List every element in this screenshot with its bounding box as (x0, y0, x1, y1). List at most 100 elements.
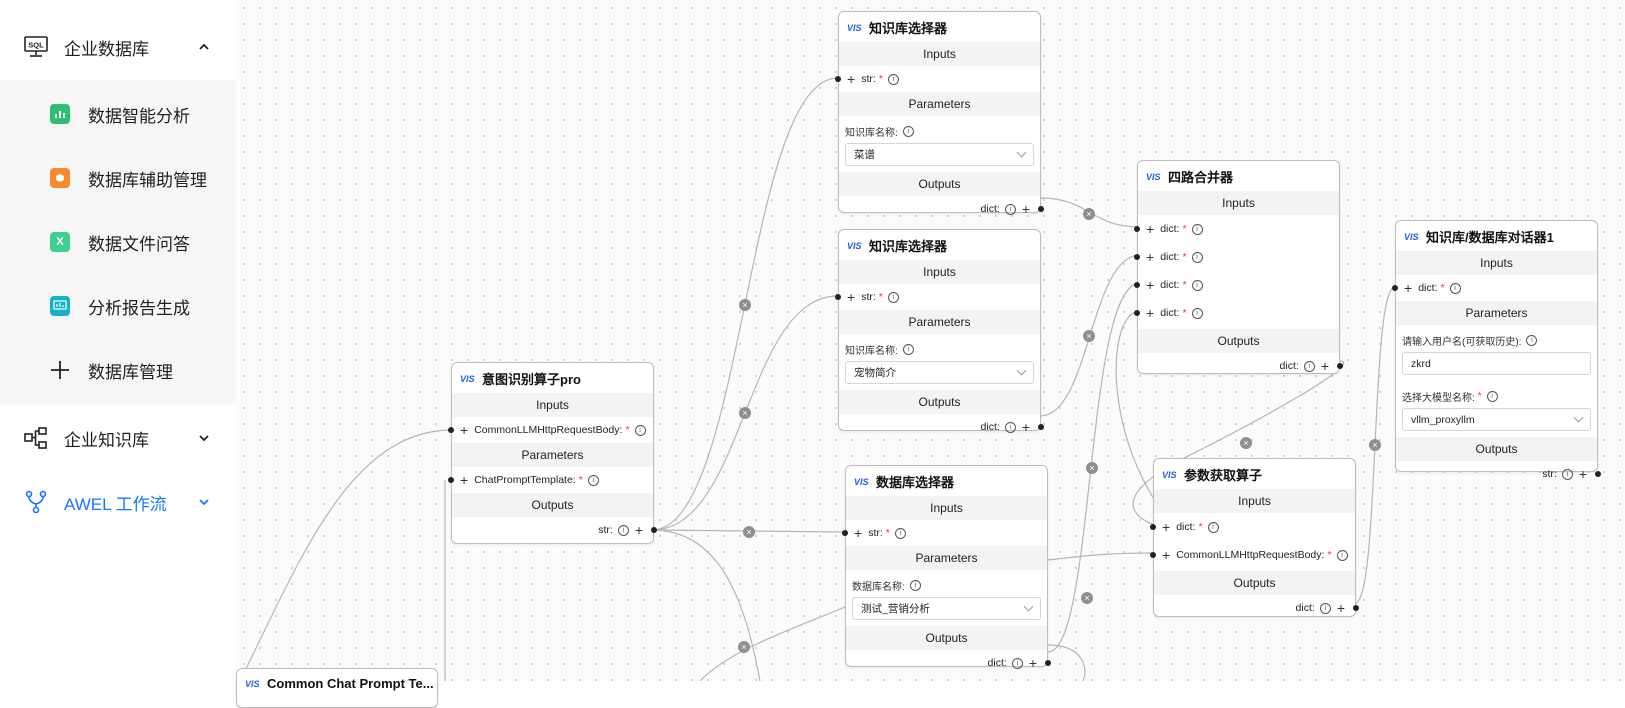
node-knowledge-selector-2[interactable]: VIS 知识库选择器 Inputs + str:*i Parameters 知识… (835, 229, 1044, 434)
input-port-dict-4[interactable]: +dict:*i (1134, 299, 1339, 327)
info-icon[interactable]: i (1191, 279, 1203, 291)
input-port-dict[interactable]: +dict:*i (1150, 513, 1355, 541)
port-handle[interactable] (1134, 282, 1140, 288)
port-handle[interactable] (1150, 524, 1156, 530)
username-input[interactable]: zkrd (1402, 352, 1591, 375)
info-icon[interactable]: i (634, 424, 646, 436)
knowledge-name-select[interactable]: 宠物简介 (845, 361, 1034, 384)
port-handle[interactable] (448, 477, 454, 483)
info-icon[interactable]: i (1004, 203, 1016, 215)
edge-delete-button[interactable]: × (739, 407, 751, 419)
model-name-select[interactable]: vllm_proxyllm (1402, 408, 1591, 431)
sidebar-item-data-intelligent-analysis[interactable]: 数据智能分析 (0, 82, 236, 146)
knowledge-name-select[interactable]: 菜谱 (845, 143, 1034, 166)
info-icon[interactable]: i (1191, 223, 1203, 235)
menu-group-awel-workflow[interactable]: AWEL 工作流 (0, 470, 236, 534)
edge-delete-button[interactable]: × (743, 526, 755, 538)
edge-delete-button[interactable]: × (739, 299, 751, 311)
info-icon[interactable]: i (617, 524, 629, 536)
info-icon[interactable]: i (1319, 602, 1331, 614)
edge-delete-button[interactable]: × (1240, 437, 1252, 449)
input-port-str[interactable]: + str:*i (835, 284, 1040, 310)
port-handle[interactable] (1353, 605, 1359, 611)
info-icon[interactable]: i (894, 527, 906, 539)
input-port-dict-1[interactable]: +dict:*i (1134, 215, 1339, 243)
info-icon[interactable]: i (1207, 521, 1219, 533)
node-knowledge-selector-1[interactable]: VIS 知识库选择器 Inputs + str:*i Parameters 知识… (835, 11, 1044, 216)
inputs-header: Inputs (1396, 251, 1597, 275)
sidebar-item-analysis-report[interactable]: 分析报告生成 (0, 274, 236, 338)
sidebar-item-data-file-qa[interactable]: X 数据文件问答 (0, 210, 236, 274)
port-handle[interactable] (1392, 285, 1398, 291)
input-port-dict-2[interactable]: +dict:*i (1134, 243, 1339, 271)
output-port-str[interactable]: str:i+ (452, 517, 657, 543)
info-icon[interactable]: i (1004, 421, 1016, 433)
info-icon[interactable]: i (887, 291, 899, 303)
port-handle[interactable] (1595, 471, 1601, 477)
node-database-selector[interactable]: VIS 数据库选择器 Inputs + str:*i Parameters 数据… (842, 465, 1051, 670)
input-port-request-body[interactable]: +CommonLLMHttpRequestBody:*i (1150, 541, 1355, 569)
sidebar-item-database-management[interactable]: 数据库管理 (0, 338, 236, 402)
input-port-str[interactable]: + str:*i (835, 66, 1040, 92)
node-kb-db-chat[interactable]: VIS 知识库/数据库对话器1 Inputs + dict:*i Paramet… (1392, 220, 1601, 481)
plus-icon: + (1021, 201, 1030, 217)
info-icon[interactable]: i (1191, 307, 1203, 319)
node-parameter-getter[interactable]: VIS 参数获取算子 Inputs +dict:*i +CommonLLMHtt… (1150, 458, 1359, 617)
inputs-header: Inputs (1138, 191, 1339, 215)
port-handle[interactable] (1134, 226, 1140, 232)
sidebar-item-database-assisted-management[interactable]: 数据库辅助管理 (0, 146, 236, 210)
port-handle[interactable] (1038, 206, 1044, 212)
info-icon[interactable]: i (1561, 468, 1573, 480)
node-title: VIS Common Chat Prompt Te... (237, 669, 437, 693)
output-port-dict[interactable]: dict:i+ (1154, 595, 1359, 621)
node-intent-recognition[interactable]: VIS 意图识别算子pro Inputs + CommonLLMHttpRequ… (448, 362, 657, 544)
output-port-str[interactable]: str:i+ (1396, 461, 1601, 487)
port-handle[interactable] (1337, 363, 1343, 369)
param-port-prompt-template[interactable]: + ChatPromptTemplate:*i (448, 467, 653, 493)
port-handle[interactable] (842, 530, 848, 536)
edge-delete-button[interactable]: × (1369, 439, 1381, 451)
info-icon[interactable]: i (587, 474, 599, 486)
info-icon[interactable]: i (902, 126, 914, 137)
port-handle[interactable] (1150, 552, 1156, 558)
info-icon[interactable]: i (1486, 391, 1498, 402)
output-port-dict[interactable]: dict:i+ (1138, 353, 1343, 379)
info-icon[interactable]: i (1303, 360, 1315, 372)
info-icon[interactable]: i (887, 73, 899, 85)
port-handle[interactable] (1045, 660, 1051, 666)
edge-delete-button[interactable]: × (738, 641, 750, 653)
menu-group-enterprise-knowledge-base[interactable]: 企业知识库 (0, 406, 236, 470)
edge-delete-button[interactable]: × (1086, 462, 1098, 474)
port-handle[interactable] (1134, 254, 1140, 260)
input-port-dict-3[interactable]: +dict:*i (1134, 271, 1339, 299)
port-handle[interactable] (835, 294, 841, 300)
port-handle[interactable] (1038, 424, 1044, 430)
port-handle[interactable] (835, 76, 841, 82)
output-port-dict[interactable]: dict:i+ (839, 414, 1044, 440)
database-name-select[interactable]: 测试_营销分析 (852, 597, 1041, 620)
node-four-way-merger[interactable]: VIS 四路合并器 Inputs +dict:*i +dict:*i +dict… (1134, 160, 1343, 374)
menu-group-enterprise-database[interactable]: SQL 企业数据库 (0, 15, 236, 79)
edge-delete-button[interactable]: × (1083, 330, 1095, 342)
info-icon[interactable]: i (1449, 282, 1461, 294)
port-handle[interactable] (1134, 310, 1140, 316)
port-label: dict: (1176, 521, 1196, 533)
plus-icon: + (1146, 249, 1155, 265)
info-icon[interactable]: i (902, 344, 914, 355)
info-icon[interactable]: i (1336, 549, 1348, 561)
input-port-request-body[interactable]: + CommonLLMHttpRequestBody:*i (448, 417, 653, 443)
input-port-str[interactable]: + str:*i (842, 520, 1047, 546)
port-label: ChatPromptTemplate: (474, 474, 576, 486)
port-handle[interactable] (651, 527, 657, 533)
info-icon[interactable]: i (1191, 251, 1203, 263)
port-handle[interactable] (448, 427, 454, 433)
info-icon[interactable]: i (1526, 335, 1538, 346)
edge-delete-button[interactable]: × (1081, 592, 1093, 604)
output-port-dict[interactable]: dict:i+ (846, 650, 1051, 676)
output-port-dict[interactable]: dict:i+ (839, 196, 1044, 222)
info-icon[interactable]: i (909, 580, 921, 591)
node-common-chat-prompt-template[interactable]: VIS Common Chat Prompt Te... (236, 668, 438, 708)
input-port-dict[interactable]: + dict:*i (1392, 275, 1597, 301)
edge-delete-button[interactable]: × (1083, 208, 1095, 220)
info-icon[interactable]: i (1011, 657, 1023, 669)
